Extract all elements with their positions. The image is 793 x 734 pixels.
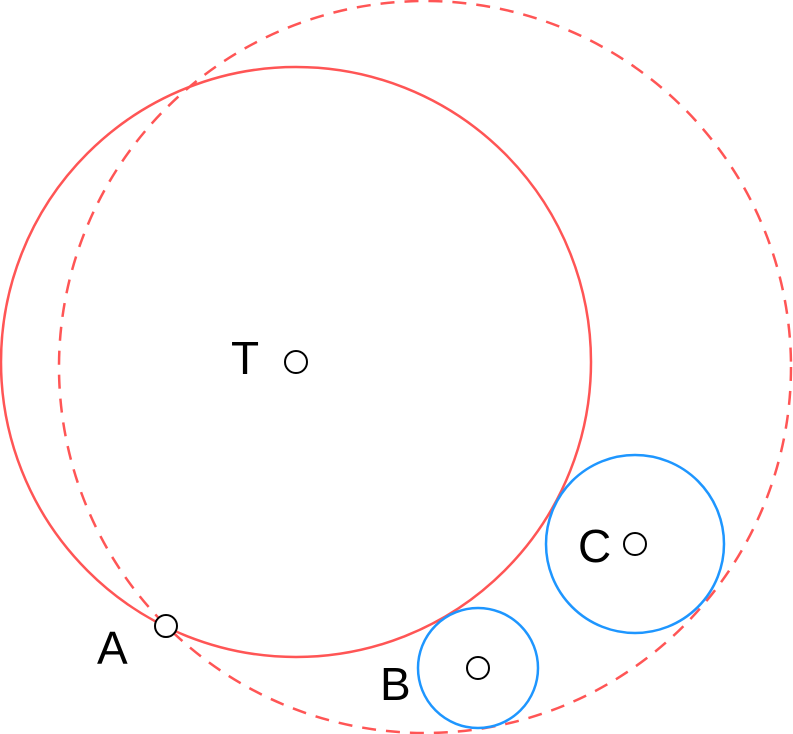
point-marker-B <box>466 656 490 680</box>
blue-circle-C <box>544 453 726 635</box>
label-B: B <box>380 658 411 710</box>
label-C: C <box>578 520 611 572</box>
solid-red-circle-T <box>0 65 593 659</box>
label-A: A <box>97 622 128 674</box>
dashed-red-circle <box>57 0 793 734</box>
point-marker-C <box>623 532 647 556</box>
label-T: T <box>231 332 259 384</box>
point-marker-T <box>284 350 308 374</box>
point-marker-A <box>154 614 178 638</box>
blue-circle-B <box>416 606 540 730</box>
